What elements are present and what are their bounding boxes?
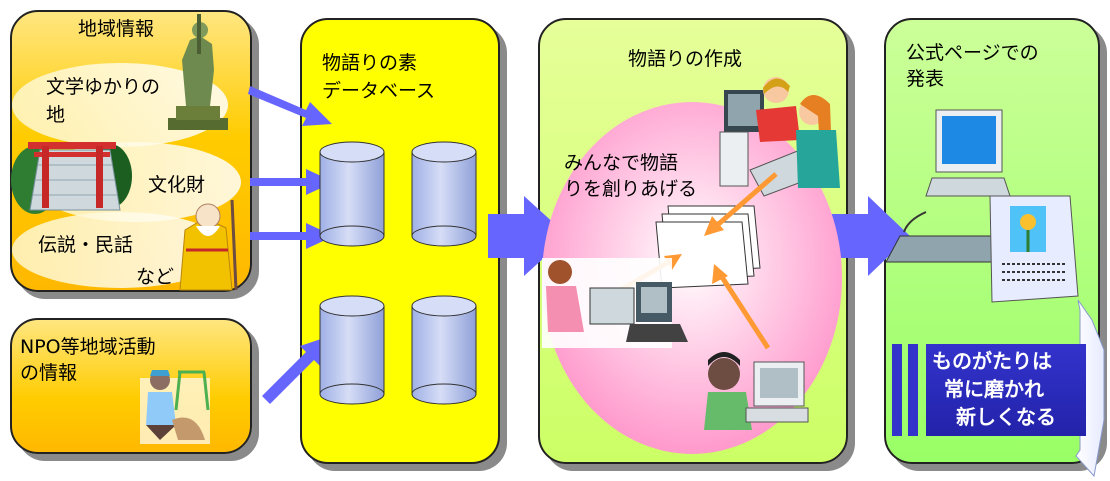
panel1-item-literary-line2: 地 <box>46 104 66 126</box>
panel3-title-line2: データベース <box>322 80 436 102</box>
panel-npo-info <box>10 318 252 454</box>
panel4-subtitle-line1: みんなで物語 <box>564 152 679 174</box>
callout-arrow-shape <box>892 299 1105 478</box>
lucky-god-illustration <box>179 199 238 291</box>
woman-computer-illustration <box>542 258 688 348</box>
database-cylinders <box>319 141 477 405</box>
panel4-title: 物語りの作成 <box>628 48 743 70</box>
panel3-title-line1: 物語りの素 <box>322 52 418 74</box>
worker-illustration <box>140 370 210 444</box>
callout-line3: 新しくなる <box>956 405 1056 429</box>
database-cylinder <box>319 141 385 247</box>
panel1-item-legends: 伝説・民話 <box>38 234 134 256</box>
arrow-database-to-creation <box>488 196 568 276</box>
database-cylinder <box>411 295 477 405</box>
boy-computer-illustration <box>704 352 809 430</box>
panel1-item-literary-line1: 文学ゆかりの <box>46 76 161 98</box>
database-cylinder <box>411 141 477 247</box>
shrine-gate-illustration <box>11 142 132 214</box>
publication-computer-illustration <box>885 109 1013 263</box>
arrows-to-database <box>248 86 334 404</box>
statue-illustration <box>168 14 228 130</box>
panel2-title-line2: の情報 <box>20 362 78 384</box>
children-computer-illustration <box>719 77 840 197</box>
database-cylinder <box>319 295 385 405</box>
panel5-title-line1: 公式ページでの <box>906 42 1039 64</box>
callout-line1: ものがたりは <box>932 349 1052 373</box>
panel1-item-cultural-property: 文化財 <box>148 174 206 196</box>
arrow-creation-to-publication <box>830 196 910 276</box>
panel2-title-line1: NPO等地域活動 <box>20 336 156 358</box>
panel5-title-line2: 発表 <box>906 68 945 90</box>
panel4-subtitle-line2: りを創りあげる <box>564 178 698 200</box>
published-document-illustration <box>989 195 1079 303</box>
panel1-item-etc: など <box>136 266 175 288</box>
panel1-title: 地域情報 <box>78 18 155 40</box>
callout-line2: 常に磨かれ <box>944 377 1044 401</box>
